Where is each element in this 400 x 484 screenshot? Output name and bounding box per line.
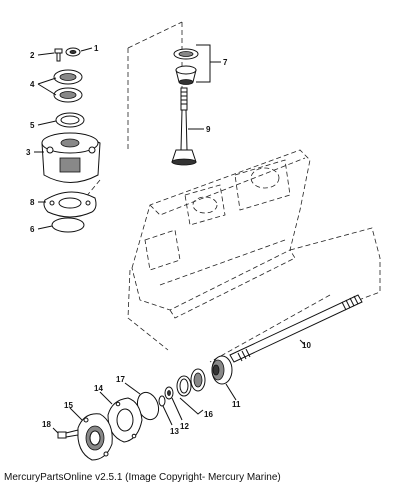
callout-7: 7 <box>223 58 228 67</box>
bearing-part-16 <box>176 368 206 397</box>
callout-4: 4 <box>30 80 35 89</box>
callout-14: 14 <box>94 384 103 393</box>
copyright-footer: MercuryPartsOnline v2.5.1 (Image Copyrig… <box>4 472 281 483</box>
callout-11: 11 <box>232 400 241 409</box>
gasket-part-14 <box>107 397 143 443</box>
bearing-part-7 <box>173 48 199 85</box>
callout-8: 8 <box>30 198 35 207</box>
callout-labels: 1 2 3 4 5 6 7 8 9 10 11 12 13 14 15 16 1… <box>26 44 311 436</box>
callout-18: 18 <box>42 420 51 429</box>
seals-part-4 <box>53 69 83 103</box>
housing-part-3 <box>41 132 101 183</box>
cover-part-15 <box>77 413 113 461</box>
callout-16: 16 <box>204 410 213 419</box>
oring-part-5 <box>55 112 85 128</box>
bracket-7 <box>196 44 211 83</box>
gear-part-11 <box>211 355 233 385</box>
callout-6: 6 <box>30 225 35 234</box>
bolt-part-18 <box>57 429 79 439</box>
propshaft-part-10 <box>229 294 363 363</box>
oring-part-6 <box>51 217 85 233</box>
callout-10: 10 <box>302 341 311 350</box>
driveshaft-part-9 <box>171 87 197 166</box>
callout-15: 15 <box>64 401 73 410</box>
callout-5: 5 <box>30 121 35 130</box>
gear-case-housing <box>131 149 311 319</box>
washer-part-12 <box>164 386 174 400</box>
callout-1: 1 <box>94 44 99 53</box>
gasket-part-8 <box>43 191 97 218</box>
washer-part-1 <box>65 47 81 57</box>
seal-part-13 <box>158 395 166 407</box>
callout-2: 2 <box>30 51 35 60</box>
callout-9: 9 <box>206 125 211 134</box>
callout-12: 12 <box>180 422 189 431</box>
leader-lines <box>34 47 306 434</box>
callout-13: 13 <box>170 427 179 436</box>
bolt-part-2 <box>54 48 63 62</box>
callout-3: 3 <box>26 148 31 157</box>
callout-17: 17 <box>116 375 125 384</box>
